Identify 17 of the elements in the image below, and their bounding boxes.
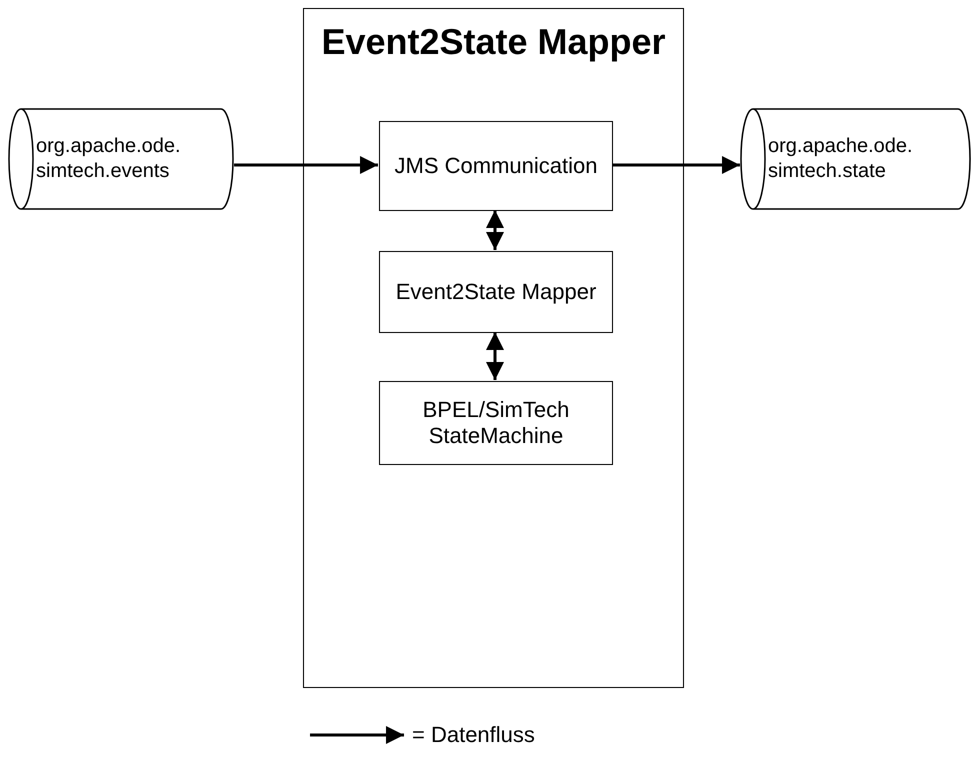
module-box (379, 251, 613, 333)
queue-cylinder (740, 108, 971, 210)
legend-label: = Datenfluss (412, 722, 535, 748)
arrow (612, 156, 740, 174)
container-title: Event2State Mapper (320, 20, 667, 64)
queue-cylinder (8, 108, 234, 210)
queue-name: org.apache.ode. simtech.state (768, 134, 914, 184)
module-box (379, 121, 613, 211)
queue-name: org.apache.ode. simtech.events (36, 134, 182, 184)
arrow (486, 332, 504, 380)
module-label: Event2State Mapper (396, 278, 596, 306)
arrow (486, 210, 504, 250)
arrow (234, 156, 378, 174)
component-container (303, 8, 684, 688)
module-label: BPEL/SimTech StateMachine (422, 396, 570, 450)
module-box (379, 381, 613, 465)
module-label: JMS Communication (394, 152, 598, 180)
